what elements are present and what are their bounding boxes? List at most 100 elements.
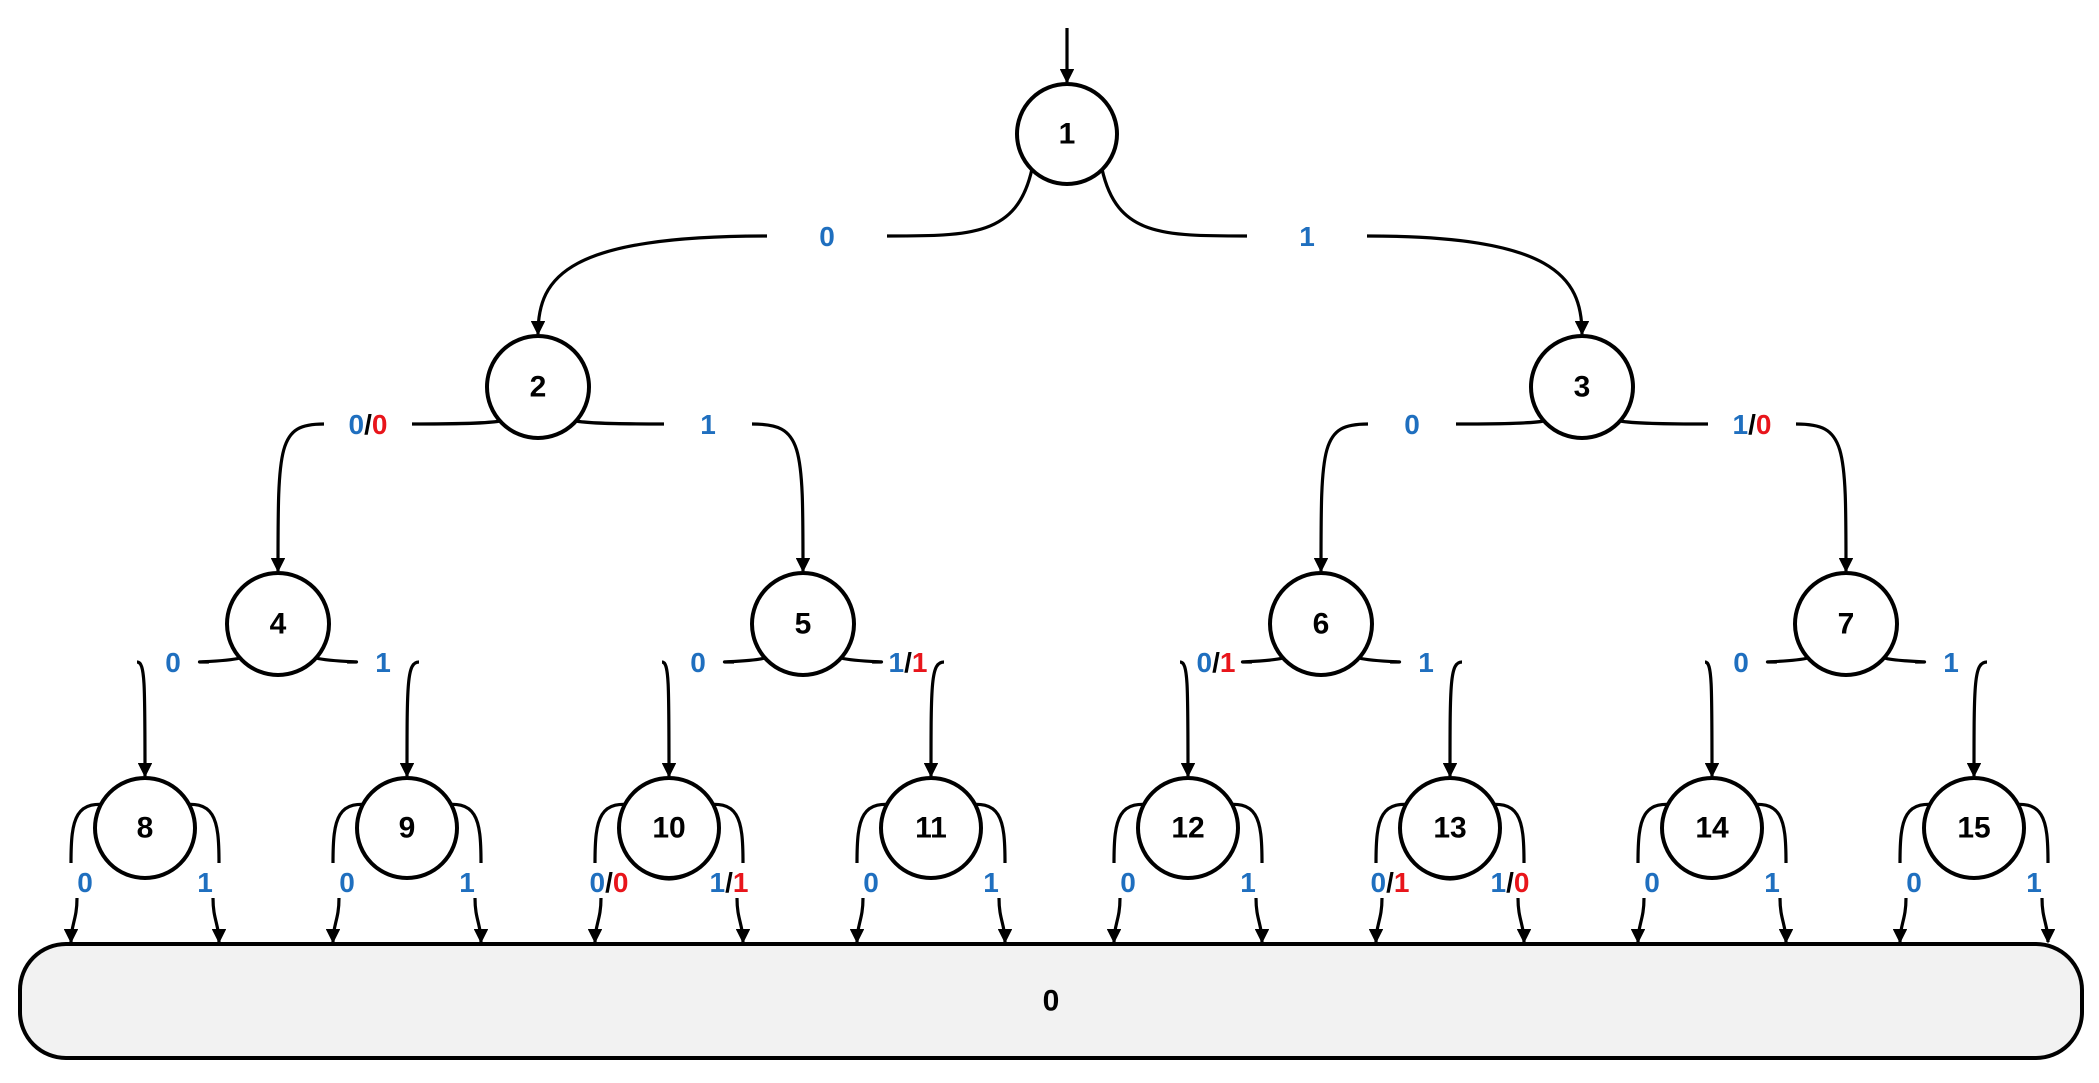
state-circle: [1268, 571, 1374, 677]
edge-3-6-0: [1313, 422, 1369, 573]
edge-14-sink-1: [1778, 897, 1794, 944]
edge-label-9-sink-0: 0: [339, 867, 355, 898]
input-bit: 1: [2026, 867, 2042, 898]
state-circle: [1015, 82, 1119, 186]
state-node-15: 15: [1922, 776, 2026, 880]
edge-2-5-1-start: [575, 419, 665, 426]
edge-4-9-1-start: [315, 656, 358, 664]
sink-box: [18, 942, 2084, 1060]
state-node-7: 7: [1793, 571, 1899, 677]
input-bit: 1: [1299, 221, 1315, 252]
edge-1-2-0-start: [886, 168, 1034, 238]
edge-8-sink-0: [63, 897, 79, 944]
input-bit: 0: [339, 867, 355, 898]
state-label: 12: [1171, 812, 1204, 845]
output-bit: 1: [912, 647, 928, 678]
edge-5-11-1: [923, 660, 945, 778]
edge-12-sink-0: [1106, 897, 1122, 944]
state-node-2: 2: [485, 334, 591, 440]
edge-label-6-13-1: 1: [1418, 647, 1434, 678]
state-circle: [1793, 571, 1899, 677]
edge-label-6-12-0: 0/1: [1197, 647, 1236, 678]
state-node-1: 1: [1015, 82, 1119, 186]
edge-label-15-sink-1: 1: [2026, 867, 2042, 898]
input-bit: 1: [1240, 867, 1256, 898]
state-circle: [93, 776, 197, 880]
state-node-9: 9: [355, 776, 459, 880]
separator: /: [725, 867, 733, 898]
edge-label-2-4-0: 0/0: [349, 409, 388, 440]
edge-label-12-sink-1: 1: [1240, 867, 1256, 898]
state-label: 7: [1838, 608, 1855, 641]
edge-6-12-0-start: [1241, 656, 1284, 664]
state-circle: [1529, 334, 1635, 440]
state-label: 5: [795, 608, 812, 641]
edge-label-1-3-1: 1: [1299, 221, 1315, 252]
edge-label-12-sink-0: 0: [1120, 867, 1136, 898]
input-bit: 0: [1120, 867, 1136, 898]
state-node-12: 12: [1136, 776, 1240, 880]
input-bit: 0: [690, 647, 706, 678]
edge-label-4-9-1: 1: [375, 647, 391, 678]
state-node-4: 4: [225, 571, 331, 677]
edge-10-sink-1: [735, 897, 751, 944]
state-node-14: 14: [1660, 776, 1764, 880]
edge-7-14-0: [1704, 660, 1720, 778]
state-node-8: 8: [93, 776, 197, 880]
input-bit: 1: [1491, 867, 1507, 898]
separator: /: [1212, 647, 1220, 678]
edge-15-sink-1: [2040, 897, 2056, 944]
state-label: 10: [652, 812, 685, 845]
input-bit: 1: [700, 409, 716, 440]
input-bit: 0: [863, 867, 879, 898]
edge-label-8-sink-1: 1: [197, 867, 213, 898]
input-bit: 0: [1197, 647, 1213, 678]
edge-2-5-1: [751, 422, 811, 573]
output-bit: 1: [1220, 647, 1236, 678]
state-circle: [1398, 776, 1502, 880]
input-bit: 1: [1764, 867, 1780, 898]
state-label: 13: [1433, 812, 1466, 845]
edge-4-8-0-start: [198, 656, 241, 664]
edge-5-10-0: [661, 660, 677, 778]
edge-label-11-sink-0: 0: [863, 867, 879, 898]
state-label: 15: [1957, 812, 1990, 845]
edge-5-10-0-start: [723, 656, 766, 664]
edge-3-6-0-start: [1455, 419, 1545, 426]
separator: /: [1748, 409, 1756, 440]
state-node-11: 11: [879, 776, 983, 880]
edge-label-14-sink-0: 0: [1644, 867, 1660, 898]
input-bit: 0: [349, 409, 365, 440]
input-bit: 1: [459, 867, 475, 898]
output-bit: 0: [613, 867, 629, 898]
state-circle: [1660, 776, 1764, 880]
edge-3-7-1-start: [1619, 419, 1709, 426]
state-label: 9: [399, 812, 416, 845]
edge-label-14-sink-1: 1: [1764, 867, 1780, 898]
input-bit: 1: [1943, 647, 1959, 678]
edge-label-11-sink-1: 1: [983, 867, 999, 898]
edge-label-3-7-1: 1/0: [1733, 409, 1772, 440]
edge-label-5-10-0: 0: [690, 647, 706, 678]
edge-6-13-1-start: [1358, 656, 1401, 664]
input-bit: 0: [1733, 647, 1749, 678]
input-bit: 1: [889, 647, 905, 678]
output-bit: 0: [1756, 409, 1772, 440]
edge-6-13-1: [1442, 660, 1463, 778]
state-label: 3: [1574, 371, 1591, 404]
input-bit: 0: [590, 867, 606, 898]
state-label: 2: [530, 371, 547, 404]
edge-8-sink-1: [211, 897, 227, 944]
separator: /: [1386, 867, 1394, 898]
sink-label: 0: [1043, 985, 1060, 1018]
edge-7-15-1: [1966, 660, 1988, 778]
edge-label-13-sink-0: 0/1: [1371, 867, 1410, 898]
input-bit: 0: [1906, 867, 1922, 898]
state-node-10: 10: [617, 776, 721, 880]
output-bit: 1: [1394, 867, 1410, 898]
state-node-6: 6: [1268, 571, 1374, 677]
output-bit: 0: [1514, 867, 1530, 898]
transitions: [63, 28, 2056, 944]
edge-2-4-0: [270, 422, 325, 573]
